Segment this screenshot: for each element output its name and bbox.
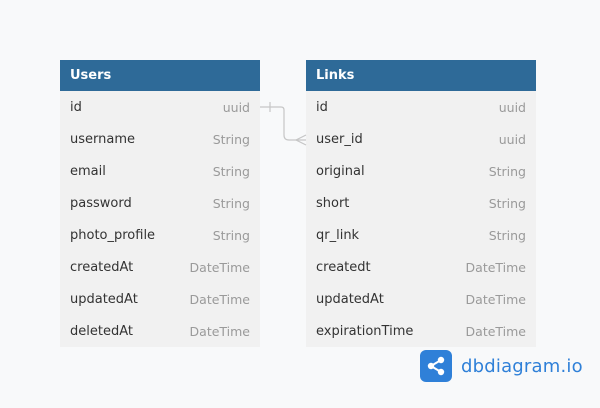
- column-type: String: [212, 195, 250, 211]
- table-row[interactable]: password String: [60, 187, 260, 219]
- table-row[interactable]: createdt DateTime: [306, 251, 536, 283]
- table-row[interactable]: qr_link String: [306, 219, 536, 251]
- table-row[interactable]: original String: [306, 155, 536, 187]
- column-type: uuid: [498, 131, 526, 147]
- column-type: String: [212, 163, 250, 179]
- column-name: updatedAt: [70, 291, 138, 307]
- column-name: createdt: [316, 259, 371, 275]
- column-type: DateTime: [189, 323, 250, 339]
- column-name: qr_link: [316, 227, 360, 243]
- column-name: user_id: [316, 131, 363, 147]
- column-name: photo_profile: [70, 227, 156, 243]
- table-row[interactable]: email String: [60, 155, 260, 187]
- table-row[interactable]: user_id uuid: [306, 123, 536, 155]
- column-type: String: [488, 195, 526, 211]
- column-name: id: [316, 99, 328, 115]
- column-name: id: [70, 99, 82, 115]
- column-type: String: [212, 227, 250, 243]
- column-type: DateTime: [465, 291, 526, 307]
- column-type: DateTime: [189, 291, 250, 307]
- column-name: deletedAt: [70, 323, 133, 339]
- table-row[interactable]: username String: [60, 123, 260, 155]
- column-type: String: [488, 163, 526, 179]
- column-name: createdAt: [70, 259, 134, 275]
- links-table-header[interactable]: Links: [306, 60, 536, 91]
- table-row[interactable]: deletedAt DateTime: [60, 315, 260, 347]
- table-row[interactable]: id uuid: [306, 91, 536, 123]
- column-type: String: [488, 227, 526, 243]
- column-name: expirationTime: [316, 323, 414, 339]
- brand-logo[interactable]: dbdiagram.io: [420, 350, 583, 382]
- table-row[interactable]: createdAt DateTime: [60, 251, 260, 283]
- table-row[interactable]: expirationTime DateTime: [306, 315, 536, 347]
- column-name: username: [70, 131, 135, 147]
- column-type: String: [212, 131, 250, 147]
- table-row[interactable]: short String: [306, 187, 536, 219]
- column-name: original: [316, 163, 365, 179]
- column-type: DateTime: [465, 259, 526, 275]
- brand-name: dbdiagram.io: [461, 355, 583, 377]
- column-type: DateTime: [189, 259, 250, 275]
- table-row[interactable]: updatedAt DateTime: [60, 283, 260, 315]
- column-type: uuid: [498, 99, 526, 115]
- column-name: updatedAt: [316, 291, 384, 307]
- users-table-header[interactable]: Users: [60, 60, 260, 91]
- column-name: short: [316, 195, 350, 211]
- table-row[interactable]: updatedAt DateTime: [306, 283, 536, 315]
- share-icon: [420, 350, 452, 382]
- column-type: uuid: [222, 99, 250, 115]
- column-name: email: [70, 163, 106, 179]
- column-name: password: [70, 195, 132, 211]
- table-row[interactable]: id uuid: [60, 91, 260, 123]
- column-type: DateTime: [465, 323, 526, 339]
- table-row[interactable]: photo_profile String: [60, 219, 260, 251]
- many-cardinality-marker: [294, 134, 307, 146]
